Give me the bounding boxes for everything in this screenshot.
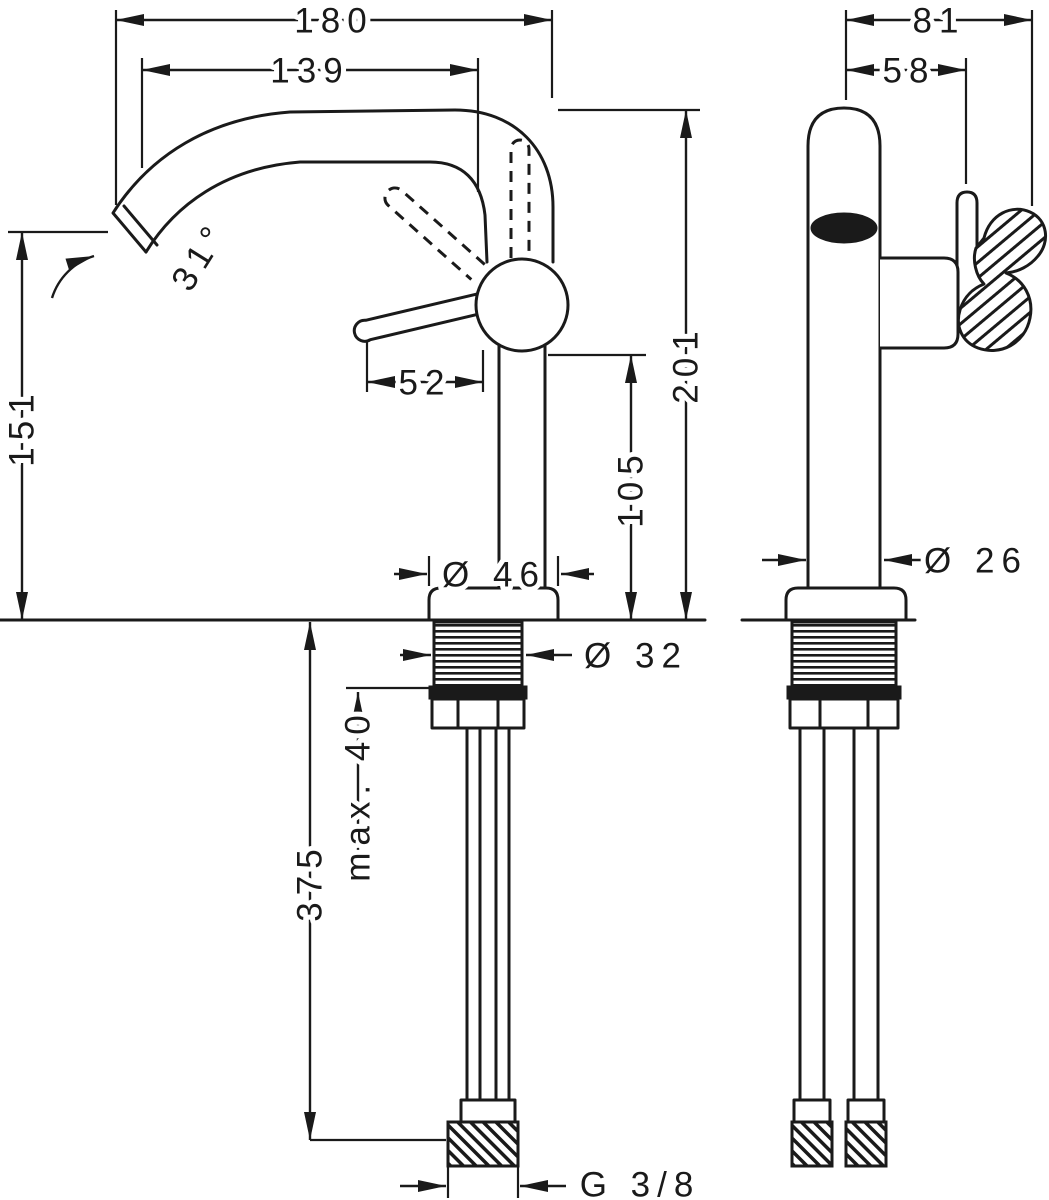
spout-outline: [111, 108, 555, 264]
dim-139-label: 139: [270, 52, 349, 91]
dim-375-label: 375: [291, 842, 330, 921]
supply-hoses: [465, 726, 511, 1102]
cartridge-circle: [474, 257, 570, 353]
dim-58-label: 58: [883, 52, 936, 91]
dim-180-label: 180: [294, 2, 373, 41]
lever-rod-side: [955, 190, 979, 274]
dim-max-deck-thickness: max. 40: [334, 692, 383, 887]
dim-handle-depth: 58: [846, 47, 966, 96]
dim-201-label: 201: [667, 324, 706, 403]
side-hose-collar-1: [792, 1098, 832, 1124]
side-body: [806, 106, 882, 592]
dim-31deg-label: 31°: [164, 214, 236, 297]
dim-105-label: 105: [612, 448, 651, 527]
dim-d26-label: Ø 26: [924, 542, 1028, 581]
side-hose-collar-2: [846, 1098, 886, 1124]
dim-total-depth: 81: [846, 0, 1032, 46]
dim-d32-label: Ø 32: [584, 637, 688, 676]
dim-g38-label: G 3/8: [580, 1166, 701, 1200]
hose-collar: [459, 1098, 517, 1124]
threaded-shank: [432, 620, 524, 688]
dim-spout-reach: 139: [142, 47, 478, 96]
hose-connector: [446, 1120, 520, 1168]
handle-lever: [352, 288, 499, 343]
handle-pin-dashed: [509, 138, 531, 258]
side-seal-washer: [786, 685, 902, 700]
mounting-nut-flats: [456, 697, 500, 730]
dim-outlet-height: 151: [0, 232, 47, 620]
side-hose-connector-2: [844, 1120, 888, 1168]
seal-washer: [428, 685, 528, 700]
side-hose-connector-1: [790, 1120, 834, 1168]
handle-hub-side: [878, 256, 960, 350]
side-view: [784, 106, 1047, 1168]
dim-d46-label: Ø 46: [442, 556, 546, 595]
handle-lever-raised-dashed: [383, 186, 486, 281]
dim-height-above-deck: 201: [662, 110, 711, 620]
aerator-line: [122, 204, 159, 247]
hand-grip-zone: [956, 207, 1047, 352]
side-mounting-nut: [788, 697, 900, 730]
dim-151-label: 151: [3, 387, 42, 466]
side-threaded-shank: [790, 620, 898, 688]
dim-max40-label: max. 40: [339, 708, 378, 882]
base-flange: [427, 586, 560, 622]
dim-handle-projection: 52: [367, 359, 483, 408]
front-view: [111, 108, 570, 1168]
dim-shank-diameter: Ø 32: [400, 632, 688, 681]
dim-81-label: 81: [913, 2, 966, 41]
dim-52-label: 52: [399, 364, 452, 403]
dim-body-diameter: Ø 26: [762, 537, 1028, 586]
side-nut-flats: [818, 697, 870, 730]
dim-thread-size: G 3/8: [400, 1161, 701, 1200]
spout-section-ellipse: [810, 212, 878, 244]
dim-handle-height: 105: [607, 355, 656, 620]
dim-spout-reach-total: 180: [116, 0, 552, 46]
dim-base-diameter: Ø 46: [394, 551, 594, 600]
side-supply-hoses: [798, 726, 880, 1102]
dim-spout-angle: 31°: [50, 209, 241, 303]
dim-hose-length: 375: [286, 622, 335, 1140]
mounting-nut: [430, 697, 526, 730]
side-base-flange: [784, 586, 908, 622]
